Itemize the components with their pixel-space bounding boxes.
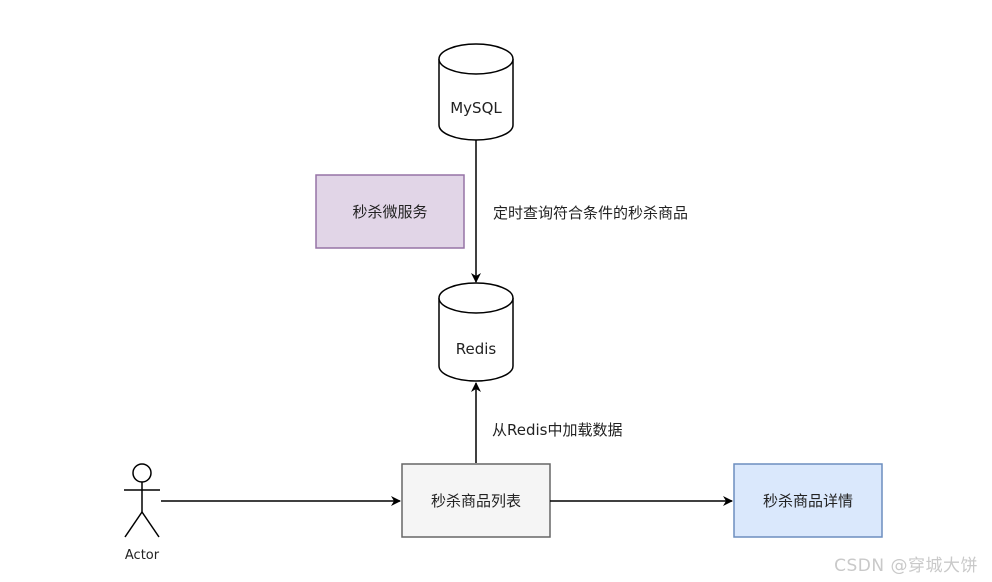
mysql-to-redis-label: 定时查询符合条件的秒杀商品	[493, 204, 688, 222]
redis-database: Redis	[438, 282, 514, 382]
actor-icon	[124, 463, 160, 538]
watermark: CSDN @穿城大饼	[834, 556, 978, 576]
mysql-database: MySQL	[438, 43, 514, 141]
list-to-redis-label: 从Redis中加载数据	[492, 421, 622, 439]
seckill-list-label: 秒杀商品列表	[431, 492, 521, 510]
seckill-service-box: 秒杀微服务	[315, 174, 465, 249]
actor-label: Actor	[125, 548, 160, 563]
seckill-list-box: 秒杀商品列表	[401, 463, 551, 538]
mysql-label: MySQL	[450, 99, 502, 117]
redis-label: Redis	[456, 340, 497, 358]
seckill-detail-box: 秒杀商品详情	[733, 463, 883, 538]
seckill-detail-label: 秒杀商品详情	[763, 492, 853, 510]
seckill-service-label: 秒杀微服务	[352, 203, 427, 221]
